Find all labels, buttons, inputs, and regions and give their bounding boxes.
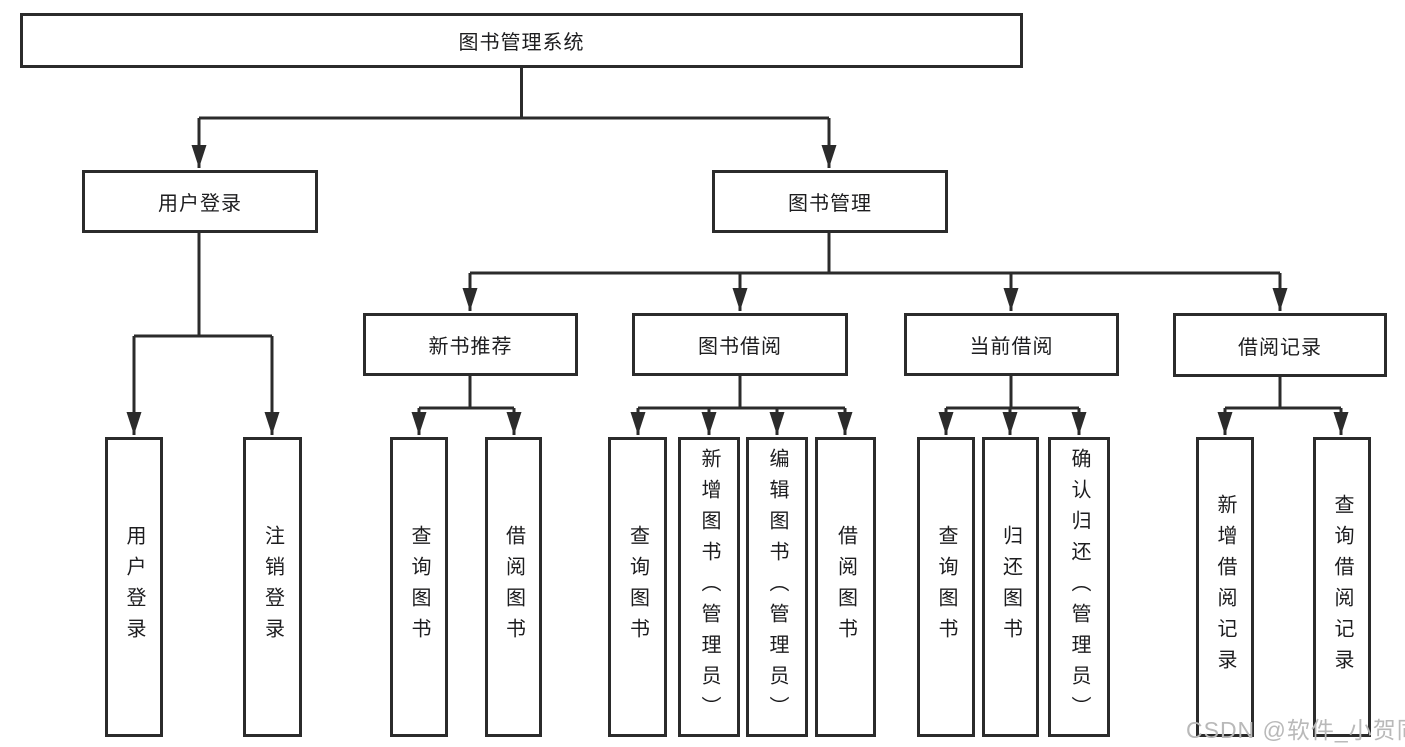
node-label: 当前借阅	[969, 336, 1054, 358]
node-logout: 注销登录	[243, 437, 302, 737]
node-library-management-system: 图书管理系统	[20, 13, 1023, 68]
node-query-borrow-record: 查询借阅记录	[1313, 437, 1371, 737]
node-borrow-books-1: 借阅图书	[485, 437, 542, 737]
node-label: 借阅记录	[1238, 336, 1322, 359]
node-label: 注销登录	[261, 525, 284, 649]
node-borrow-books-2: 借阅图书	[815, 437, 876, 737]
node-book-management: 图书管理	[712, 170, 948, 233]
node-label: 图书管理	[788, 193, 872, 215]
node-label: 用户登录	[123, 525, 145, 649]
node-label: 图书借阅	[698, 336, 782, 358]
node-label: 新增图书（管理员）	[698, 447, 720, 727]
node-add-borrow-record: 新增借阅记录	[1196, 437, 1254, 737]
node-label: 归还图书	[999, 525, 1022, 649]
node-label: 查询图书	[935, 525, 957, 649]
node-label: 借阅图书	[502, 525, 525, 649]
node-label: 确认归还（管理员）	[1068, 447, 1090, 727]
node-query-books-2: 查询图书	[608, 437, 667, 737]
node-label: 编辑图书（管理员）	[766, 447, 788, 727]
node-user-login-leaf: 用户登录	[105, 437, 163, 737]
node-query-books-1: 查询图书	[390, 437, 448, 737]
node-label: 图书管理系统	[458, 32, 585, 54]
node-label: 查询图书	[408, 525, 430, 649]
node-label: 查询图书	[626, 525, 649, 649]
node-new-book-recommend: 新书推荐	[363, 313, 578, 376]
csdn-watermark: CSDN @软件_小贺同学	[1186, 717, 1405, 743]
node-confirm-return-admin: 确认归还（管理员）	[1048, 437, 1110, 737]
node-label: 新书推荐	[428, 336, 513, 358]
node-label: 用户登录	[158, 193, 242, 215]
node-current-borrowing: 当前借阅	[904, 313, 1119, 376]
node-label: 新增借阅记录	[1214, 494, 1236, 680]
node-return-books: 归还图书	[982, 437, 1039, 737]
node-user-login-branch: 用户登录	[82, 170, 318, 233]
node-add-books-admin: 新增图书（管理员）	[678, 437, 740, 737]
node-label: 借阅图书	[834, 525, 857, 649]
node-borrowing-records: 借阅记录	[1173, 313, 1387, 377]
node-query-books-3: 查询图书	[917, 437, 975, 737]
node-edit-books-admin: 编辑图书（管理员）	[746, 437, 808, 737]
node-label: 查询借阅记录	[1331, 494, 1353, 680]
node-book-borrowing: 图书借阅	[632, 313, 848, 376]
